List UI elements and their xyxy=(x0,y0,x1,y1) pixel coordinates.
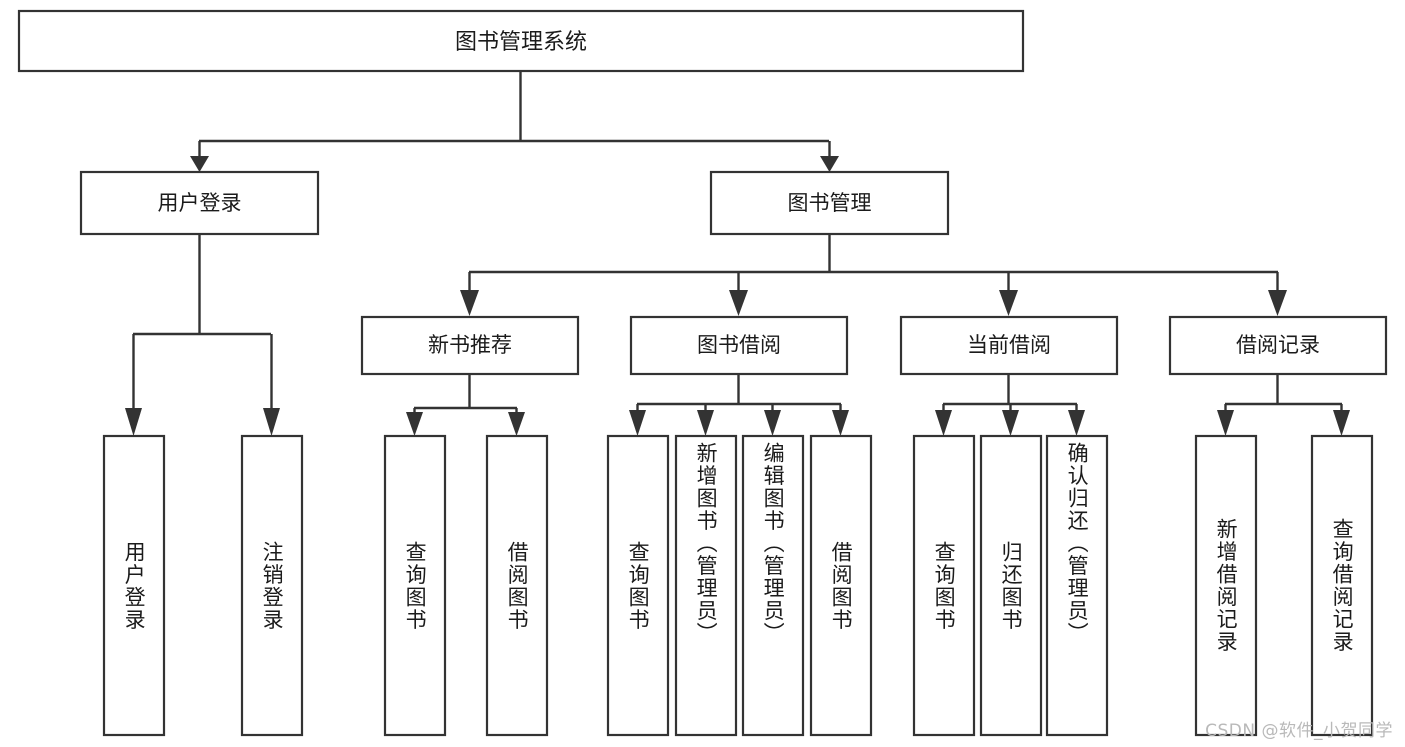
arrow-head-leaf-user-login xyxy=(125,408,142,436)
leaf-boxes-borrow-record xyxy=(1194,434,1374,737)
arrow-head-leaf-user-logout xyxy=(263,408,280,436)
arrow-head-book-borrow xyxy=(729,290,748,316)
connector-group-book-borrow xyxy=(629,374,849,436)
arrow-head-book-manage xyxy=(820,156,839,172)
arrow-head-leaf-query-book-3 xyxy=(935,410,952,436)
arrow-head-leaf-borrow-book-1 xyxy=(508,412,525,436)
leaf-box-borrow-book-1[interactable] xyxy=(485,434,549,737)
leaf-box-add-book[interactable] xyxy=(674,434,738,737)
arrow-head-leaf-query-record xyxy=(1333,410,1350,436)
arrow-head-leaf-edit-book xyxy=(764,410,781,436)
leaf-box-user-logout[interactable] xyxy=(240,434,304,737)
node-new-book-recommend[interactable]: 新书推荐 xyxy=(360,315,580,376)
leaf-box-return-book[interactable] xyxy=(979,434,1043,737)
arrow-head-leaf-borrow-book-2 xyxy=(832,410,849,436)
connector-group-root xyxy=(190,71,839,172)
node-current-borrow-box[interactable] xyxy=(899,315,1119,376)
leaf-boxes-user-login xyxy=(102,434,304,737)
node-user-login[interactable]: 用户登录 xyxy=(79,170,320,236)
node-root-box[interactable] xyxy=(17,9,1025,73)
connector-group-book-manage xyxy=(460,235,1287,316)
node-book-manage-box[interactable] xyxy=(709,170,950,236)
connector-group-user-login xyxy=(125,234,280,436)
node-book-borrow-label: 图书借阅 xyxy=(697,333,781,357)
leaf-boxes-new-book-recommend xyxy=(383,434,549,737)
leaf-box-edit-book[interactable] xyxy=(741,434,805,737)
node-book-manage-label: 图书管理 xyxy=(788,191,872,215)
node-current-borrow-label: 当前借阅 xyxy=(967,333,1051,357)
node-new-book-recommend-box[interactable] xyxy=(360,315,580,376)
node-current-borrow[interactable]: 当前借阅 xyxy=(899,315,1119,376)
node-book-manage[interactable]: 图书管理 xyxy=(709,170,950,236)
arrow-head-leaf-add-book xyxy=(697,410,714,436)
leaf-boxes-current-borrow xyxy=(912,434,1109,737)
node-user-login-box[interactable] xyxy=(79,170,320,236)
connector-group-current-borrow xyxy=(935,374,1085,436)
node-book-borrow[interactable]: 图书借阅 xyxy=(629,315,849,376)
node-borrow-record-label: 借阅记录 xyxy=(1236,333,1320,357)
arrow-head-user-login xyxy=(190,156,209,172)
arrow-head-current-borrow xyxy=(999,290,1018,316)
node-borrow-record[interactable]: 借阅记录 xyxy=(1168,315,1388,376)
node-borrow-record-box[interactable] xyxy=(1168,315,1388,376)
watermark-text: CSDN @软件_小贺同学 xyxy=(1205,721,1393,741)
node-new-book-recommend-label: 新书推荐 xyxy=(428,333,512,357)
arrow-head-leaf-query-book-2 xyxy=(629,410,646,436)
arrow-head-leaf-query-book-1 xyxy=(406,412,423,436)
leaf-box-query-book-2[interactable] xyxy=(606,434,670,737)
leaf-box-query-record[interactable] xyxy=(1310,434,1374,737)
connector-group-new-book-recommend xyxy=(406,374,525,436)
arrow-head-leaf-confirm-return xyxy=(1068,410,1085,436)
node-book-borrow-box[interactable] xyxy=(629,315,849,376)
arrow-head-borrow-record xyxy=(1268,290,1287,316)
arrow-head-new-book-recommend xyxy=(460,290,479,316)
leaf-box-borrow-book-2[interactable] xyxy=(809,434,873,737)
arrow-head-leaf-add-record xyxy=(1217,410,1234,436)
leaf-box-query-book-3[interactable] xyxy=(912,434,976,737)
leaf-box-user-login[interactable] xyxy=(102,434,166,737)
leaf-boxes-book-borrow xyxy=(606,434,873,737)
node-root-label: 图书管理系统 xyxy=(455,30,587,55)
leaf-box-confirm-return[interactable] xyxy=(1045,434,1109,737)
leaf-box-add-record[interactable] xyxy=(1194,434,1258,737)
leaf-box-query-book-1[interactable] xyxy=(383,434,447,737)
node-user-login-label: 用户登录 xyxy=(158,191,242,215)
arrow-head-leaf-return-book xyxy=(1002,410,1019,436)
node-root[interactable]: 图书管理系统 xyxy=(17,9,1025,73)
connector-group-borrow-record xyxy=(1217,374,1350,436)
